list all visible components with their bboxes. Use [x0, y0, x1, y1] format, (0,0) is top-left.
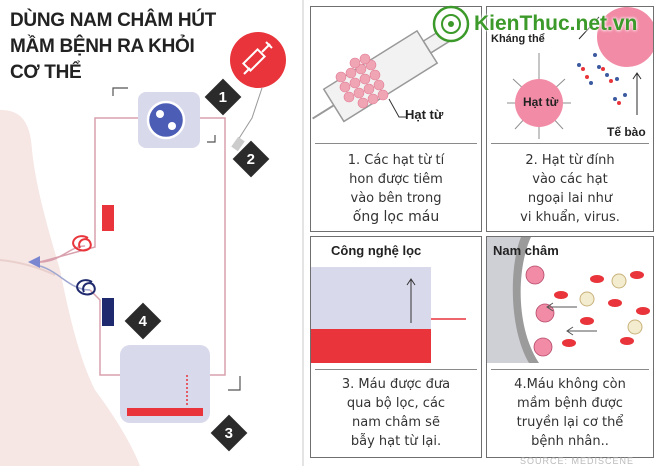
pump-wheel — [146, 100, 186, 140]
panel-step-4: Nam châm 4.Máu không còn mầm bệnh được t… — [486, 236, 654, 458]
filtered-blood-layer — [311, 329, 431, 363]
panel-1-caption-line-3: vào bên trong — [350, 191, 442, 206]
panel-4-illustration — [487, 237, 650, 363]
panel-3-caption-line-1: 3. Máu được đưa — [341, 377, 451, 392]
panel-4-caption-line-1: 4.Máu không còn — [514, 377, 626, 392]
panel-4-caption-line-3: truyền lại cơ thể — [516, 415, 624, 430]
panel-1-caption-line-1: 1. Các hạt từ tí — [347, 153, 445, 168]
captured-pathogens — [525, 265, 555, 357]
page-title: DÙNG NAM CHÂM HÚT MẦM BỆNH RA KHỎI CƠ TH… — [10, 8, 310, 86]
panel-4-label: Nam châm — [493, 243, 559, 258]
panel-step-2: Kháng thể Hạt từ Tế bào 2. Hạt từ đính v… — [486, 6, 654, 232]
panel-4-caption-line-4: bệnh nhân.. — [531, 434, 609, 449]
tubing-filter-return — [89, 289, 120, 376]
step-marker-1-label: 1 — [218, 88, 228, 106]
syringe-icon — [241, 41, 273, 75]
panel-step-1: Hạt từ 1. Các hạt từ tí hon được tiêm và… — [310, 6, 482, 232]
panel-1-caption-line-2: hon được tiêm — [349, 172, 443, 187]
step-marker-2-label: 2 — [246, 150, 256, 168]
watermark-logo-icon — [432, 5, 470, 43]
source-credit: SOURCE: MEDISCENE — [520, 456, 635, 466]
panel-2-caption: 2. Hạt từ đính vào các hạt ngoại lai như… — [489, 151, 651, 227]
magnetic-particles-cluster — [335, 53, 389, 109]
watermark: KienThuc.net.vn — [432, 4, 637, 44]
panel-1-particle-label: Hạt từ — [405, 107, 444, 122]
panel-2-particle-label: Hạt từ — [523, 95, 559, 109]
panel-2-caption-line-2: vào các hạt — [532, 172, 608, 187]
panel-3-caption-line-2: qua bộ lọc, các — [346, 396, 446, 411]
watermark-text: KienThuc.net.vn — [474, 12, 638, 35]
navy-cartridge — [102, 298, 114, 326]
panel-2-caption-line-3: ngoại lai như — [527, 191, 613, 206]
panel-4-caption-line-2: mầm bệnh được — [517, 396, 623, 411]
panel-3-illustration — [311, 267, 466, 363]
tubing-pump-to-filter — [200, 117, 226, 376]
left-illustration — [0, 0, 304, 466]
red-cartridge — [102, 205, 114, 231]
title-line-3: CƠ THỂ — [10, 62, 82, 83]
title-line-1: DÙNG NAM CHÂM HÚT — [10, 10, 216, 31]
panel-3-caption-line-3: nam châm sẽ — [352, 415, 440, 430]
panel-2-caption-line-1: 2. Hạt từ đính — [525, 153, 615, 168]
panel-4-caption: 4.Máu không còn mầm bệnh được truyền lại… — [489, 375, 651, 451]
panel-2-caption-line-4: vi khuẩn, virus. — [520, 210, 620, 225]
panel-3-label: Công nghệ lọc — [331, 243, 422, 258]
panel-step-3: Công nghệ lọc 3. Máu được đưa qua bộ lọc… — [310, 236, 482, 458]
title-line-2: MẦM BỆNH RA KHỎI — [10, 36, 195, 57]
panel-3-caption: 3. Máu được đưa qua bộ lọc, các nam châm… — [315, 375, 477, 451]
panel-1-caption-line-4: ống lọc máu — [352, 209, 440, 225]
panel-2-illustration — [507, 7, 653, 139]
navy-coil — [76, 279, 96, 296]
panel-2-antibody-label: Kháng thể — [491, 33, 545, 45]
filter-red-bar — [127, 408, 203, 416]
panel-1-caption: 1. Các hạt từ tí hon được tiêm vào bên t… — [315, 151, 477, 227]
patient-arm — [0, 110, 140, 466]
needle-tip — [28, 256, 40, 268]
step-marker-3-label: 3 — [224, 424, 234, 442]
tubing-to-pump — [39, 117, 138, 263]
panel-3-caption-line-4: bẫy hạt từ lại. — [350, 434, 442, 449]
red-coil — [72, 235, 92, 252]
panel-2-cell-label: Tế bào — [607, 125, 646, 139]
step-marker-4-label: 4 — [138, 312, 148, 330]
